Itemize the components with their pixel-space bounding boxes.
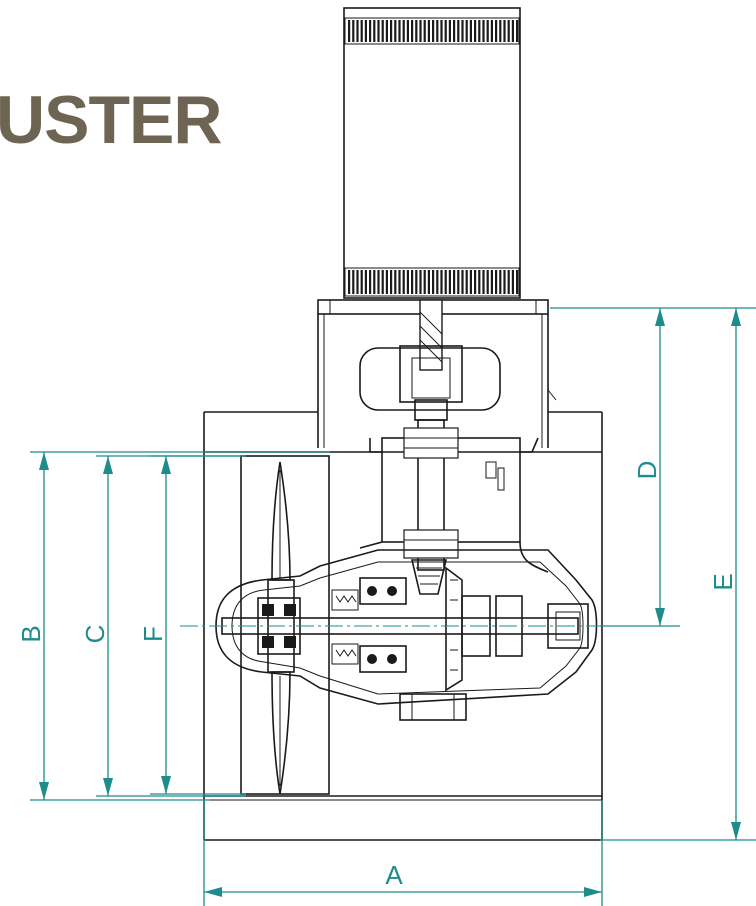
dimension-lines — [30, 307, 756, 906]
drive-shaft — [359, 419, 549, 573]
dimension-label-a: A — [385, 860, 403, 890]
motor — [343, 7, 521, 299]
dimension-label-e: E — [708, 573, 738, 590]
dimension-label-b: B — [16, 625, 46, 642]
propeller — [267, 461, 295, 795]
coupling-housing — [317, 314, 557, 448]
motor-flange — [317, 299, 549, 371]
dimension-label-d: D — [632, 461, 662, 480]
dimension-label-c: C — [80, 625, 110, 644]
page-title: USTER — [0, 82, 222, 158]
dimension-label-f: F — [138, 626, 168, 642]
bevel-gears — [410, 559, 463, 692]
gear-housing — [215, 549, 598, 721]
